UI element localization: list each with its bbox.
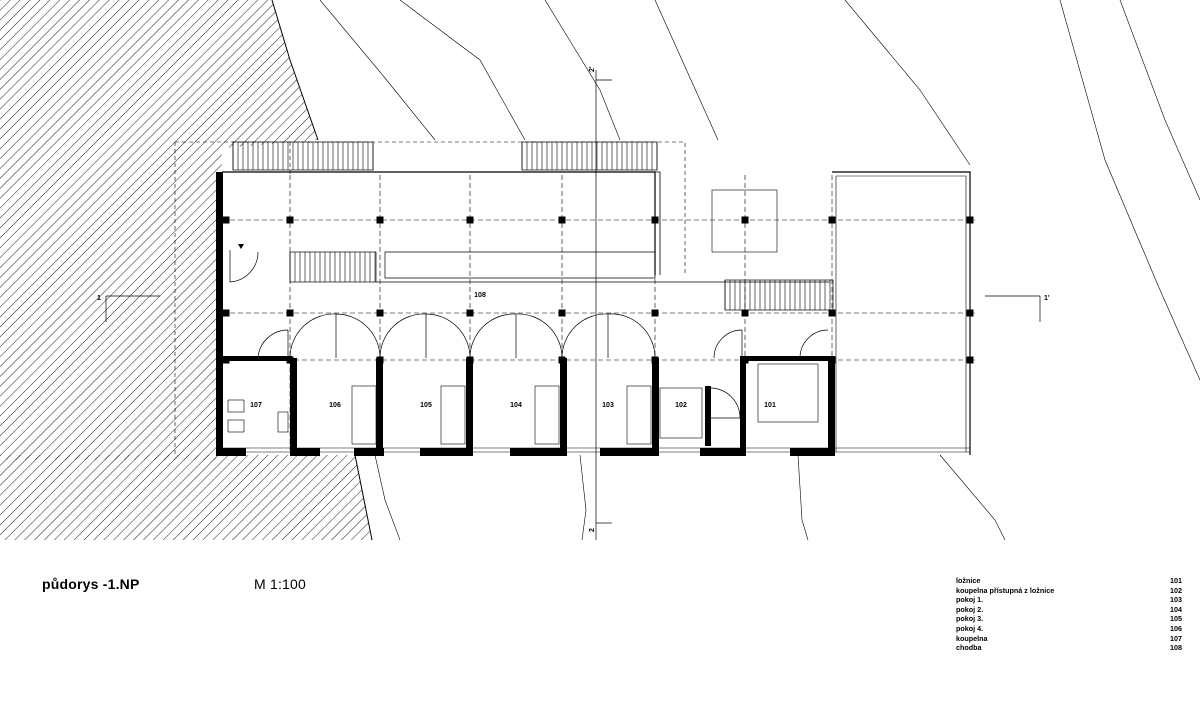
section-mark-2-prime: 2': [589, 66, 596, 72]
column: [828, 356, 836, 364]
column: [966, 309, 974, 317]
room-label-106: 106: [329, 402, 341, 409]
room-label-101: 101: [764, 402, 776, 409]
walls: [216, 172, 835, 456]
legend-row: pokoj 2.104: [956, 604, 1182, 614]
column: [966, 356, 974, 364]
column: [828, 216, 836, 224]
column: [466, 216, 474, 224]
terrain-hatch-top: [0, 0, 318, 460]
section-mark-1-prime: 1': [1044, 295, 1050, 302]
room-label-107: 107: [250, 402, 262, 409]
terrain-edge: [271, 0, 373, 540]
column: [558, 356, 566, 364]
column: [741, 309, 749, 317]
room-label-105: 105: [420, 402, 432, 409]
column: [741, 216, 749, 224]
room-label-108: 108: [474, 292, 486, 299]
columns: [222, 216, 974, 364]
drawing-title: půdorys -1.NP: [42, 576, 140, 592]
column: [376, 356, 384, 364]
section-mark-2: 2: [589, 528, 596, 532]
column: [466, 309, 474, 317]
room-labels: 101 102 103 104 105 106 107 108: [250, 292, 776, 409]
column: [222, 356, 230, 364]
contour-lines: [319, 0, 1200, 540]
entrance-arrow-icon: [238, 244, 244, 249]
column: [286, 309, 294, 317]
legend-row: pokoj 4.106: [956, 623, 1182, 633]
room-label-103: 103: [602, 402, 614, 409]
outer-stairs: [232, 141, 658, 171]
column: [222, 216, 230, 224]
column: [376, 216, 384, 224]
column: [286, 216, 294, 224]
column: [558, 309, 566, 317]
column: [558, 216, 566, 224]
column: [828, 309, 836, 317]
column: [651, 216, 659, 224]
doors: [229, 250, 829, 419]
column: [286, 356, 294, 364]
room-label-104: 104: [510, 402, 522, 409]
terrain-hatch-bottom: [0, 455, 372, 540]
room-label-102: 102: [675, 402, 687, 409]
floor-plan: 101 102 103 104 105 106 107 108 1 1' 2' …: [0, 0, 1200, 540]
section-mark-1: 1: [97, 295, 101, 302]
column: [966, 216, 974, 224]
column: [376, 309, 384, 317]
inner-stairs: [289, 251, 834, 311]
column: [651, 356, 659, 364]
column: [466, 356, 474, 364]
legend-row: pokoj 1.103: [956, 595, 1182, 605]
legend-row: pokoj 3.105: [956, 614, 1182, 624]
column: [222, 309, 230, 317]
drawing-scale: M 1:100: [254, 576, 306, 592]
section-markers: [105, 70, 1041, 540]
column: [651, 309, 659, 317]
furniture: [227, 363, 819, 445]
column: [741, 356, 749, 364]
